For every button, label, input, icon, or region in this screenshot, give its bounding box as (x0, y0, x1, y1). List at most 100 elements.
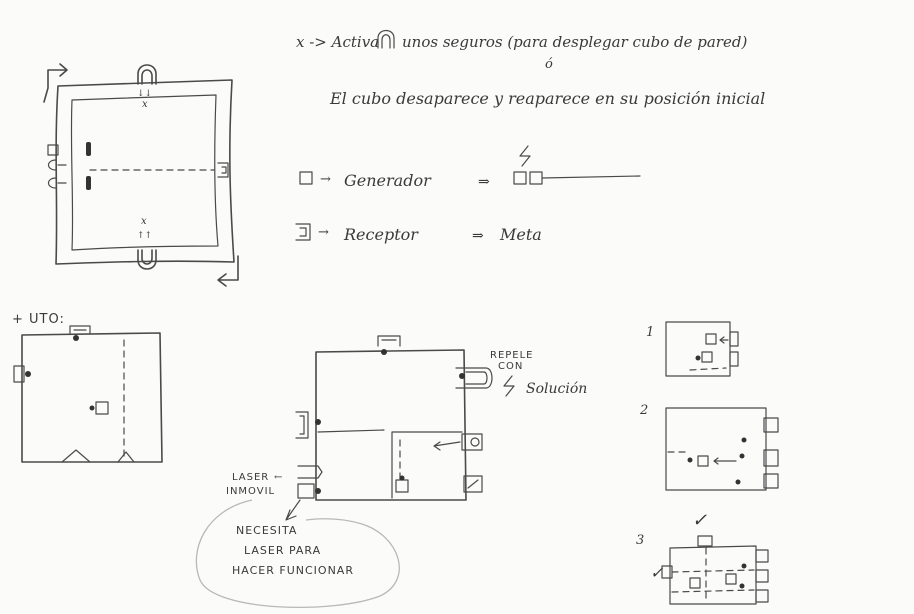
middle-laser-emitter (298, 466, 322, 478)
step-2-laser-bottom (736, 480, 741, 485)
step-3-hbeam-1 (672, 570, 754, 572)
tutorial-ramp-2 (118, 452, 134, 462)
step-3-check-top: ✓ (692, 510, 707, 531)
laser-inmovil-line1: LASER (232, 472, 269, 483)
solucion-label: Solución (526, 381, 587, 397)
magnet-bottom-arrows: ↑↑ (137, 231, 152, 241)
step-1-receptor-a (730, 332, 738, 346)
exit-arrow-icon (218, 256, 238, 286)
legend-lightning-icon (520, 146, 530, 166)
tutorial-cube-dot (90, 406, 95, 411)
legend-receptor-icon (296, 224, 310, 240)
step-1-arrow-a (720, 337, 728, 343)
tutorial-title: + UTO: (12, 312, 65, 327)
middle-laser-top (381, 349, 387, 355)
step-1-laser-b (696, 356, 701, 361)
middle-laser-right (459, 373, 465, 379)
legend-activa-prefix: x -> Activa (296, 33, 379, 51)
legend-generator-emitter (530, 172, 542, 184)
legend: x -> Activa unos seguros (para desplegar… (296, 31, 765, 245)
step-3-receptor-top (756, 550, 768, 562)
legend-generador-label: Generador (344, 171, 432, 190)
step-2: 2 (639, 403, 778, 490)
step-2-number: 2 (639, 403, 648, 418)
legend-laser-beam (542, 176, 640, 178)
legend-o-mark: ó (545, 57, 553, 72)
step-2-laser-mid (740, 454, 745, 459)
step-2-laser (688, 458, 693, 463)
middle-generator-top (378, 336, 400, 346)
step-3-cube-b (726, 574, 736, 584)
middle-beam-arrow (434, 442, 460, 450)
legend-activa-suffix: unos seguros (para desplegar cubo de par… (402, 33, 747, 51)
legend-cubo-line: El cubo desaparece y reaparece en su pos… (329, 89, 765, 108)
middle-cube (396, 480, 408, 492)
legend-arrow-1: → (320, 172, 331, 187)
middle-laser-box (298, 484, 314, 498)
side-magnet-2-icon (49, 178, 67, 188)
legend-implies-2: ⇒ (472, 228, 484, 244)
laser-mount-1 (86, 142, 91, 156)
top-x-mark: x (142, 99, 148, 110)
step-1-cube-b (702, 352, 712, 362)
step-2-cube (698, 456, 708, 466)
legend-implies-1: ⇒ (478, 174, 490, 190)
step-1-number: 1 (646, 325, 654, 340)
step-3-generator-top (698, 536, 712, 546)
receptor-right-icon (218, 163, 228, 177)
magnet-top-arrows: ↓↓ (137, 89, 152, 99)
tutorial-room: + UTO: (12, 312, 162, 462)
middle-receptor-target (471, 438, 479, 446)
step-3-goal (756, 590, 768, 602)
legend-meta-label: Meta (499, 225, 542, 244)
tutorial-laser-top (73, 335, 79, 341)
note-arrow (286, 500, 300, 520)
tutorial-ramp-1 (62, 450, 90, 462)
legend-arrow-2: → (318, 225, 329, 240)
legend-magnet-icon (378, 31, 394, 49)
step-2-room (666, 408, 766, 490)
side-magnet-1-icon (49, 160, 67, 170)
laser-arrow: ← (274, 472, 282, 483)
tutorial-cube (96, 402, 108, 414)
step-3-number: 3 (636, 533, 644, 548)
middle-receptor-left (296, 412, 308, 438)
tutorial-room-wall (22, 333, 162, 462)
necesita-line1: NECESITA (236, 524, 297, 537)
step-1-room (666, 322, 730, 376)
step-1: 1 (646, 322, 738, 376)
necesita-line3: HACER FUNCIONAR (232, 564, 354, 577)
legend-generator-icon (300, 172, 312, 184)
middle-inner-divider (318, 430, 384, 432)
step-3-room (670, 546, 756, 604)
magnet-bottom-icon (138, 250, 156, 269)
middle-room-wall (316, 350, 466, 500)
middle-goal-mark (468, 480, 478, 488)
laser-mount-2 (86, 176, 91, 190)
step-1-receptor-b (730, 352, 738, 366)
middle-laser-left (315, 419, 321, 425)
step-2-laser-top (742, 438, 747, 443)
step-1-cube-a (706, 334, 716, 344)
step-2-arrow (714, 458, 736, 464)
middle-inner-box (392, 432, 462, 498)
legend-generator-cube (514, 172, 526, 184)
tutorial-laser-left (25, 371, 31, 377)
step-3-hbeam-2 (672, 590, 754, 592)
magnet-top-icon (138, 65, 156, 84)
step-3-laser-a (742, 564, 747, 569)
tutorial-generator-top (70, 326, 90, 334)
step-3: 3 ✓ ✓ (636, 510, 768, 604)
step-3-cube-a (690, 578, 700, 588)
start-flag-icon (44, 64, 67, 102)
bottom-x-mark: x (141, 216, 147, 227)
step-3-receptor-mid (756, 570, 768, 582)
middle-cube-dot (400, 476, 405, 481)
step-1-beam (690, 368, 726, 370)
laser-inmovil-line2: INMOVIL (226, 486, 275, 497)
top-left-room: ↓↓ x x ↑↑ (44, 64, 238, 286)
step-3-laser-b (740, 584, 745, 589)
lightning-icon (504, 376, 514, 396)
repele-con-line1: REPELE (490, 350, 534, 361)
